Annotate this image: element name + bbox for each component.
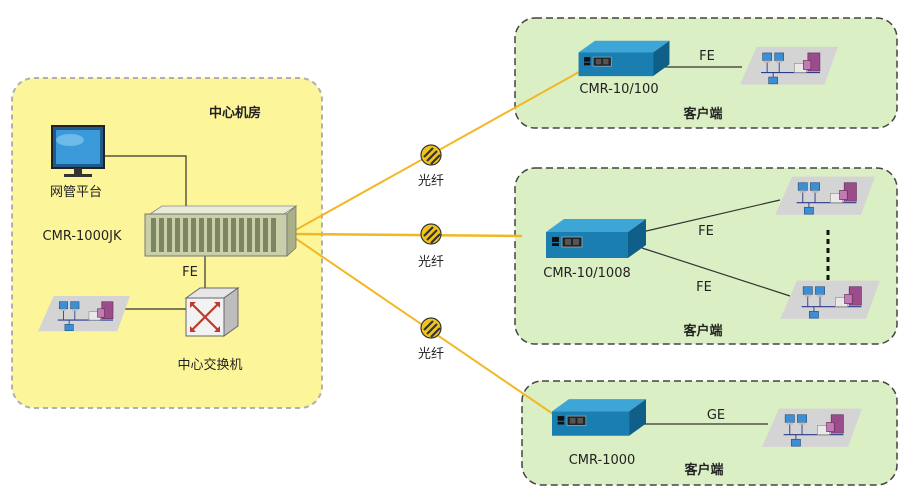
client3-link-label: GE (707, 408, 725, 423)
monitor-icon (51, 125, 105, 177)
center-link-label: FE (182, 265, 198, 280)
client2-link-bottom-label: FE (696, 280, 712, 295)
chassis-icon (144, 205, 298, 257)
client1-converter-icon (578, 40, 670, 77)
client2-zone-label: 客户端 (683, 323, 722, 339)
fiber-line-2 (291, 232, 523, 238)
fiber-label-3: 光纤 (418, 347, 444, 362)
client1-lan-icon (740, 46, 838, 86)
client2-link-top (641, 199, 781, 233)
switch-label: 中心交换机 (177, 357, 242, 373)
fiber-label-2: 光纤 (418, 255, 444, 270)
client1-zone-label: 客户端 (683, 106, 722, 122)
fiber-marker-2 (419, 222, 443, 246)
client3-device-label: CMR-1000 (569, 453, 636, 468)
client2-lan-bottom-icon (780, 280, 880, 320)
client2-lan-top-icon (775, 176, 875, 216)
switch-icon (184, 287, 240, 337)
center-lan-icon (38, 295, 130, 332)
client1-link-label: FE (699, 49, 715, 64)
client2-converter-icon (546, 218, 646, 259)
fiber-marker-1 (419, 143, 443, 167)
chassis-label: CMR-1000JK (43, 229, 122, 244)
client3-lan-icon (762, 408, 862, 448)
mgmt-link (78, 155, 187, 216)
client1-device-label: CMR-10/100 (579, 82, 658, 97)
client2-device-label: CMR-10/1008 (543, 266, 631, 281)
client3-zone-label: 客户端 (684, 462, 723, 478)
mgmt-label: 网管平台 (50, 185, 102, 200)
client2-link-bottom (641, 247, 791, 297)
fiber-marker-3 (419, 316, 443, 340)
client3-converter-icon (552, 398, 646, 437)
fiber-label-1: 光纤 (418, 174, 444, 189)
center-title: 中心机房 (209, 105, 261, 121)
client2-link-top-label: FE (698, 224, 714, 239)
